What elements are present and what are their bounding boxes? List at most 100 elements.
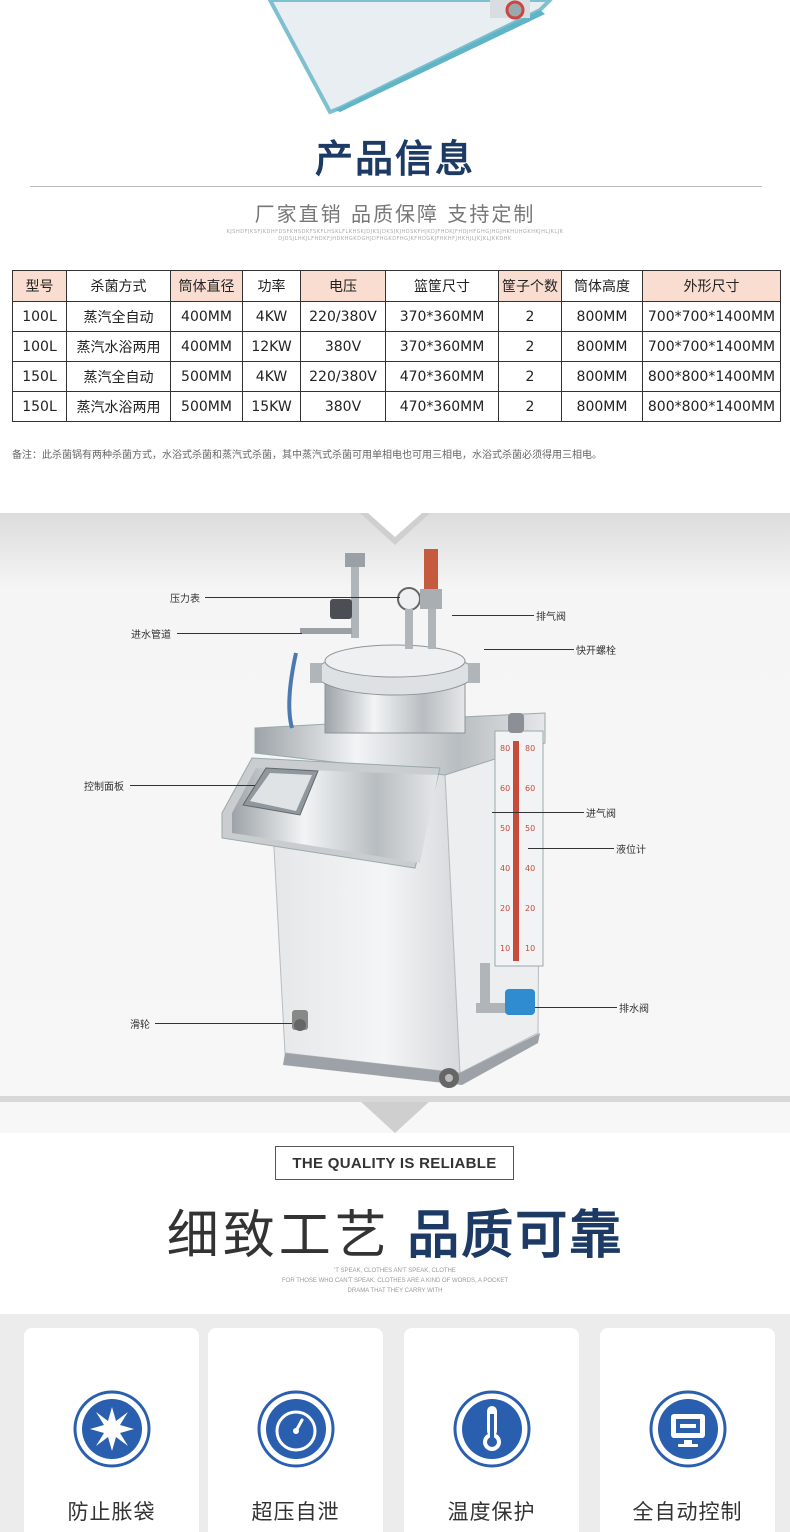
table-cell: 蒸汽全自动	[66, 301, 171, 332]
gauge-icon	[257, 1390, 335, 1468]
table-cell: 2	[498, 391, 562, 422]
section-title: 产品信息	[314, 137, 475, 181]
table-cell: 150L	[12, 391, 67, 422]
headline-light: 细致工艺	[166, 1206, 391, 1266]
table-cell: 2	[498, 301, 562, 332]
callout-water-inlet: 进水管道	[131, 630, 171, 641]
table-cell: 800*800*1400MM	[642, 391, 781, 422]
decorative-text-line: DJDSJLHKJLFHDKFJHDKHGKDGHJDFHGKDFHGJKFHD…	[278, 236, 512, 242]
svg-text:10: 10	[525, 944, 535, 953]
table-cell: 380V	[300, 331, 386, 362]
table-cell: 4KW	[242, 301, 301, 332]
svg-text:40: 40	[500, 864, 510, 873]
table-header-cell: 筒体直径	[170, 270, 243, 302]
callout-pressure-gauge: 压力表	[170, 594, 200, 605]
headline-strong: 品质可靠	[407, 1206, 624, 1266]
table-cell: 380V	[300, 391, 386, 422]
table-cell: 100L	[12, 301, 67, 332]
feature-card-automatic: 全自动控制	[600, 1328, 775, 1532]
table-header-cell: 功率	[242, 270, 301, 302]
table-cell: 800MM	[561, 391, 643, 422]
callout-caster: 滑轮	[130, 1020, 150, 1031]
feature-card-temperature: 温度保护	[404, 1328, 579, 1532]
table-cell: 220/380V	[300, 301, 386, 332]
table-cell: 700*700*1400MM	[642, 331, 781, 362]
table-cell: 800MM	[561, 331, 643, 362]
table-cell: 800MM	[561, 361, 643, 392]
callout-quick-bolt: 快开螺栓	[576, 646, 616, 657]
headline: 细致工艺 品质可靠	[0, 1193, 790, 1268]
table-cell: 蒸汽水浴两用	[66, 391, 171, 422]
table-header-cell: 筐子个数	[498, 270, 562, 302]
table-cell: 150L	[12, 361, 67, 392]
thermometer-icon	[453, 1390, 531, 1468]
callout-line	[492, 812, 584, 813]
subtext-line: DRAMA THAT THEY CARRY WITH	[347, 1288, 443, 1294]
table-header-cell: 电压	[300, 270, 386, 302]
svg-text:80: 80	[525, 744, 535, 753]
callout-control-panel: 控制面板	[84, 782, 124, 793]
svg-text:80: 80	[500, 744, 510, 753]
svg-text:50: 50	[500, 824, 510, 833]
callout-line	[205, 597, 400, 598]
burst-icon	[73, 1390, 151, 1468]
table-cell: 2	[498, 361, 562, 392]
table-cell: 4KW	[242, 361, 301, 392]
table-header-cell: 外形尺寸	[642, 270, 781, 302]
table-row: 100L 蒸汽全自动 400MM 4KW 220/380V 370*360MM …	[12, 301, 781, 332]
callout-line	[528, 848, 614, 849]
table-cell: 12KW	[242, 331, 301, 362]
tagline: 厂家直销 品质保障 支持定制	[254, 202, 536, 226]
callout-drain-valve: 排水阀	[619, 1004, 649, 1015]
table-cell: 蒸汽全自动	[66, 361, 171, 392]
feature-card-overpressure: 超压自泄	[208, 1328, 383, 1532]
svg-text:40: 40	[525, 864, 535, 873]
feature-label: 温度保护	[447, 1500, 536, 1524]
subtext-line: 'T SPEAK, CLOTHES AN'T SPEAK, CLOTHE	[334, 1268, 456, 1274]
callout-line	[155, 1023, 292, 1024]
table-row: 150L 蒸汽全自动 500MM 4KW 220/380V 470*360MM …	[12, 361, 781, 392]
table-cell: 700*700*1400MM	[642, 301, 781, 332]
svg-text:10: 10	[500, 944, 510, 953]
divider	[30, 186, 762, 187]
decorative-text-line: KJSHDFJKSFJKDHFDSFKHSDKFSKFLHSKLFLKHSKJD…	[226, 229, 564, 235]
table-cell: 470*360MM	[385, 361, 499, 392]
footnote: 备注：此杀菌锅有两种杀菌方式，水浴式杀菌和蒸汽式杀菌，其中蒸汽式杀菌可用单相电也…	[12, 450, 602, 461]
spec-table: 型号 杀菌方式 筒体直径 功率 电压 篮筐尺寸 筐子个数 筒体高度 外形尺寸 1…	[12, 270, 781, 422]
product-photo-top	[267, 0, 553, 115]
table-cell: 800MM	[561, 301, 643, 332]
svg-text:60: 60	[525, 784, 535, 793]
svg-text:20: 20	[500, 904, 510, 913]
svg-text:60: 60	[500, 784, 510, 793]
feature-label: 超压自泄	[251, 1500, 340, 1524]
table-cell: 2	[498, 331, 562, 362]
callout-line	[452, 615, 534, 616]
table-cell: 蒸汽水浴两用	[66, 331, 171, 362]
table-cell: 15KW	[242, 391, 301, 422]
table-cell: 100L	[12, 331, 67, 362]
table-header-cell: 筒体高度	[561, 270, 643, 302]
feature-label: 防止胀袋	[67, 1500, 156, 1524]
table-row: 150L 蒸汽水浴两用 500MM 15KW 380V 470*360MM 2 …	[12, 391, 781, 422]
table-header-cell: 型号	[12, 270, 67, 302]
quality-banner: THE QUALITY IS RELIABLE	[275, 1146, 514, 1180]
table-cell: 470*360MM	[385, 391, 499, 422]
table-cell: 370*360MM	[385, 331, 499, 362]
callout-line	[177, 633, 302, 634]
callout-exhaust-valve: 排气阀	[536, 612, 566, 623]
callout-line	[535, 1007, 617, 1008]
table-cell: 400MM	[170, 331, 243, 362]
table-cell: 220/380V	[300, 361, 386, 392]
callout-level-gauge: 液位计	[616, 845, 646, 856]
subtext-line: FOR THOSE WHO CAN'T SPEAK, CLOTHES ARE A…	[282, 1278, 508, 1284]
table-header-cell: 篮筐尺寸	[385, 270, 499, 302]
table-cell: 500MM	[170, 391, 243, 422]
callout-line	[484, 649, 574, 650]
callout-line	[130, 785, 255, 786]
monitor-icon	[649, 1390, 727, 1468]
table-cell: 400MM	[170, 301, 243, 332]
table-cell: 800*800*1400MM	[642, 361, 781, 392]
table-header-row: 型号 杀菌方式 筒体直径 功率 电压 篮筐尺寸 筐子个数 筒体高度 外形尺寸	[12, 270, 781, 302]
